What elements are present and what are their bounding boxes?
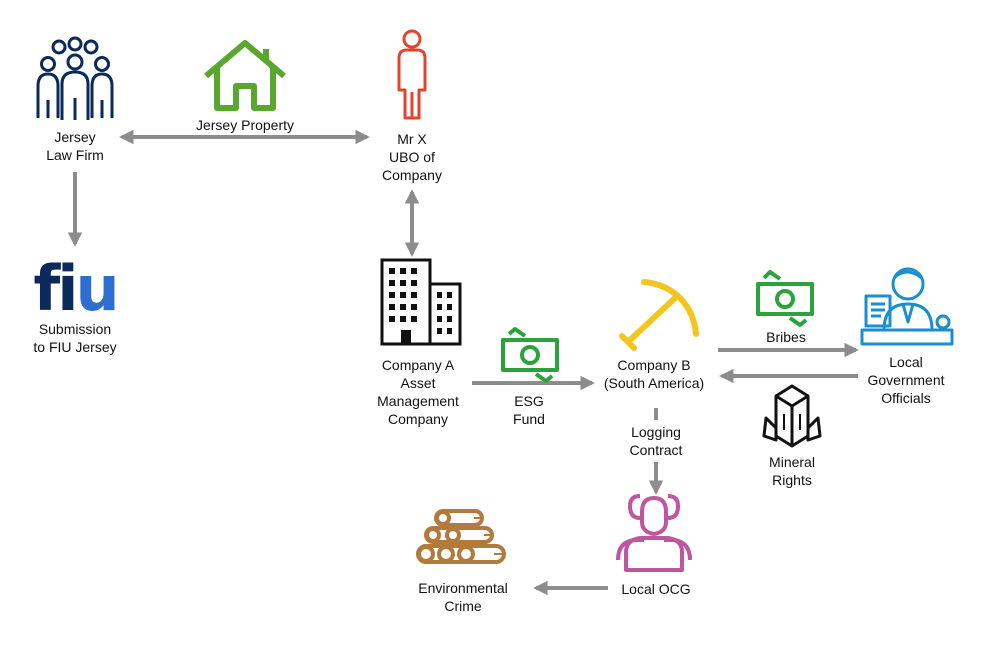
group-icon [616,494,692,572]
label-jersey-property: Jersey Property [195,117,295,133]
label-bribes: Bribes [766,329,806,345]
money-icon [756,270,814,327]
money-icon [501,327,559,383]
label-local-government-officials: Local Government Officials [867,354,945,406]
label-esg-fund: ESG Fund [513,393,545,427]
label-mineral-rights: Mineral Rights [769,454,815,488]
label-jersey-law-firm: Jersey Law Firm [46,129,104,163]
fiu-logo-text: fiu [33,252,116,325]
label-environmental-crime: Environmental Crime [418,580,508,614]
house-icon [204,40,286,111]
office-building-icon [380,258,462,346]
fiu-logo: fiu [33,252,119,325]
people-group-icon [36,36,114,120]
label-local-ocg: Local OCG [621,581,691,597]
pickaxe-icon [619,279,699,351]
label-company-b: Company B (South America) [603,357,705,391]
label-company-a: Company A Asset Management Company [377,357,459,427]
logs-icon [416,509,506,564]
label-mr-x: Mr X UBO of Company [382,131,442,183]
label-logging-contract: Logging Contract [629,424,683,458]
person-icon [397,29,427,120]
crystal-icon [762,384,822,448]
label-fiu-submission: Submission to FIU Jersey [33,321,117,355]
official-icon [860,267,954,346]
